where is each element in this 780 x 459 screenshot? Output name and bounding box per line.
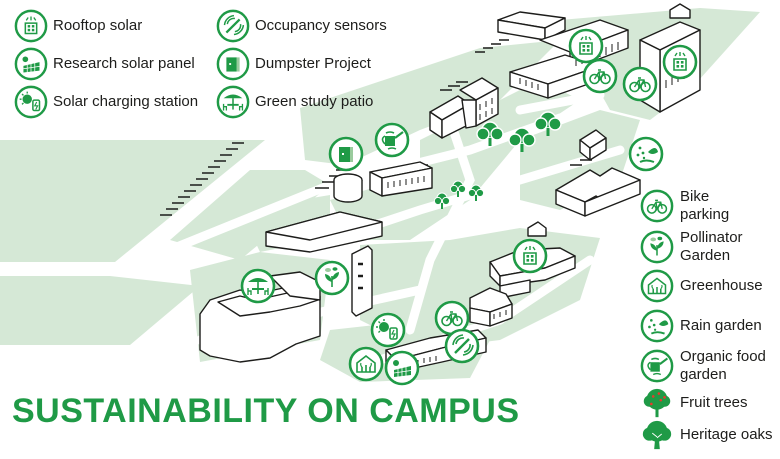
watering-can-icon: [640, 349, 674, 383]
legend-label: Research solar panel: [53, 55, 195, 72]
legend-item-organic-food-garden: Organic food garden: [640, 348, 778, 384]
map-rain-garden-icon: [630, 138, 662, 170]
legend-label: Pollinator Garden: [680, 229, 743, 264]
legend-item-rain-garden: Rain garden: [640, 309, 762, 343]
center-hall-windows: [387, 176, 425, 188]
old-main-front: [461, 99, 477, 129]
legend-item-research-solar-panel: Research solar panel: [14, 47, 195, 81]
map-pollinator-icon: [316, 262, 348, 294]
legend-item-fruit-trees: Fruit trees: [640, 386, 748, 420]
fruit-tree-icon: [643, 388, 671, 418]
patio-icon: [216, 85, 250, 119]
legend-label: Heritage oaks: [680, 426, 773, 443]
map-occupancy-sensor-icon: [446, 330, 478, 362]
oak-tree-icon: [642, 420, 672, 450]
science-hall-windows: [519, 78, 539, 90]
legend-label: Rooftop solar: [53, 17, 143, 34]
east-walkway: [515, 90, 605, 115]
rooftop-solar-icon: [14, 9, 48, 43]
map-rooftop-solar-icon: [514, 240, 546, 272]
parking-lot-west: [160, 142, 244, 216]
pollinator-icon: [640, 230, 674, 264]
map-bike-icon: [624, 68, 656, 100]
legend-item-solar-charging-station: Solar charging station: [14, 85, 198, 119]
greenhouse-icon: [640, 269, 674, 303]
silo: [333, 180, 363, 203]
old-main-windows: [479, 98, 493, 120]
parking-lot-north-2: [440, 81, 468, 91]
center-hall-side: [381, 167, 433, 197]
legend-item-greenhouse: Greenhouse: [640, 269, 763, 303]
west-lawn: [0, 140, 265, 262]
map-title: SUSTAINABILITY ON CAMPUS: [12, 392, 520, 430]
north-shed: [669, 3, 691, 19]
map-solar-panel-icon: [386, 352, 418, 384]
u-hall-side: [584, 179, 641, 217]
parking-lot-north: [475, 39, 509, 53]
occupancy-sensor-icon: [216, 9, 250, 43]
legend-item-occupancy-sensors: Occupancy sensors: [216, 9, 387, 43]
tower-windows: [358, 262, 363, 290]
north-south-walkway: [405, 115, 475, 335]
solar-charging-icon: [14, 85, 48, 119]
legend-item-rooftop-solar: Rooftop solar: [14, 9, 142, 43]
arts-tower: [269, 271, 321, 301]
east-annex-side: [589, 137, 607, 161]
legend-label: Bike parking: [680, 188, 730, 223]
buildings: [199, 3, 701, 373]
map-watering-can-icon: [376, 124, 408, 156]
legend-label: Greenhouse: [680, 277, 763, 294]
legend-label: Organic food garden: [680, 348, 766, 383]
legend-item-heritage-oaks: Heritage oaks: [640, 418, 773, 452]
gable-hall-windows: [493, 310, 507, 319]
parking-lot-mid: [315, 163, 357, 189]
legend-label: Solar charging station: [53, 93, 199, 110]
legend-item-dumpster-project: Dumpster Project: [216, 47, 371, 81]
south-shed: [527, 221, 547, 237]
legend-item-green-study-patio: Green study patio: [216, 85, 373, 119]
map-rooftop-solar-icon: [664, 46, 696, 78]
legend-label: Rain garden: [680, 317, 762, 334]
map-patio-icon: [242, 270, 274, 302]
arena-roof: [265, 211, 383, 241]
north-hall-side: [544, 17, 566, 41]
tower: [351, 245, 373, 317]
gable-hall-side: [489, 303, 513, 327]
rain-garden-icon: [640, 309, 674, 343]
map-bike-icon: [584, 60, 616, 92]
legend-label: Green study patio: [255, 93, 374, 110]
legend-item-pollinator-garden: Pollinator Garden: [640, 229, 778, 265]
solar-panel-icon: [14, 47, 48, 81]
southwest-lawn: [0, 276, 200, 345]
legend-label: Dumpster Project: [255, 55, 371, 72]
map-dumpster-icon: [330, 138, 362, 170]
map-solar-charging-icon: [372, 314, 404, 346]
legend-label: Occupancy sensors: [255, 17, 387, 34]
legend-item-bike-parking: Bike parking: [640, 188, 778, 224]
dumpster-icon: [216, 47, 250, 81]
north-lawn: [300, 40, 560, 165]
legend-label: Fruit trees: [680, 394, 748, 411]
gable-hall-front: [469, 307, 491, 327]
map-greenhouse-icon: [350, 348, 382, 380]
bike-icon: [640, 189, 674, 223]
map-rooftop-solar-icon: [570, 30, 602, 62]
